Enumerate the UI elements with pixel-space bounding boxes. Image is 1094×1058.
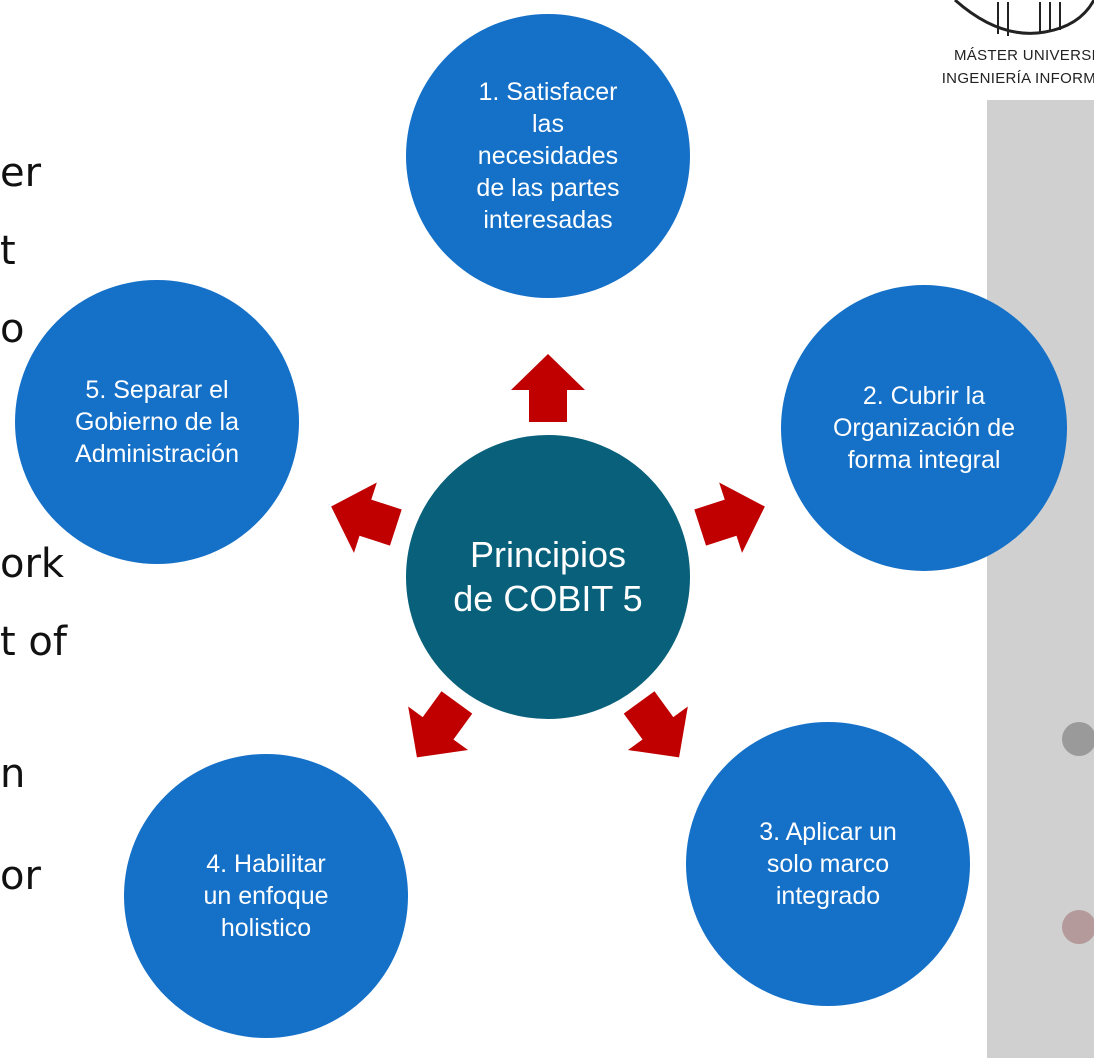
panel-dot-icon (1062, 910, 1094, 944)
arrow-2-icon (694, 482, 765, 553)
arrow-3-icon (623, 691, 688, 758)
logo-line-2: INGENIERÍA INFORM (941, 70, 1094, 87)
principle-node-4: 4. Habilitar un enfoque holistico (124, 754, 408, 1038)
principle-node-2: 2. Cubrir la Organización de forma integ… (781, 285, 1067, 571)
bg-text-line: o (0, 306, 25, 352)
bg-text-line: er (0, 150, 42, 196)
bg-text-line: t of (0, 619, 67, 665)
logo-line-1: MÁSTER UNIVERSI (953, 47, 1094, 64)
bg-text-line: n (0, 751, 26, 797)
principle-node-5: 5. Separar el Gobierno de la Administrac… (15, 280, 299, 564)
university-logo: MÁSTER UNIVERSI INGENIERÍA INFORM (880, 0, 1094, 96)
arrow-1-icon (511, 354, 585, 422)
center-node: Principios de COBIT 5 (403, 432, 693, 722)
principle-label: 3. Aplicar un solo marco integrado (759, 818, 897, 910)
bg-text-line: ork (0, 541, 65, 587)
principle-node-3: 3. Aplicar un solo marco integrado (686, 722, 970, 1006)
bg-text-line: or (0, 853, 41, 899)
arrow-4-icon (408, 691, 473, 758)
principle-label: 4. Habilitar un enfoque holistico (203, 850, 329, 942)
bg-text-line: t (0, 228, 16, 274)
logo-emblem-icon (954, 0, 1094, 36)
principle-label: 2. Cubrir la Organización de forma integ… (832, 382, 1016, 474)
principle-label: 1. Satisfacer las necesidades de las par… (476, 78, 620, 234)
center-node-label: Principios de COBIT 5 (453, 534, 643, 619)
side-panel (987, 100, 1094, 1058)
principle-label: 5. Separar el Gobierno de la Administrac… (74, 376, 239, 468)
principle-node-1: 1. Satisfacer las necesidades de las par… (406, 14, 690, 298)
arrow-5-icon (331, 482, 402, 553)
panel-dot-icon (1062, 722, 1094, 756)
